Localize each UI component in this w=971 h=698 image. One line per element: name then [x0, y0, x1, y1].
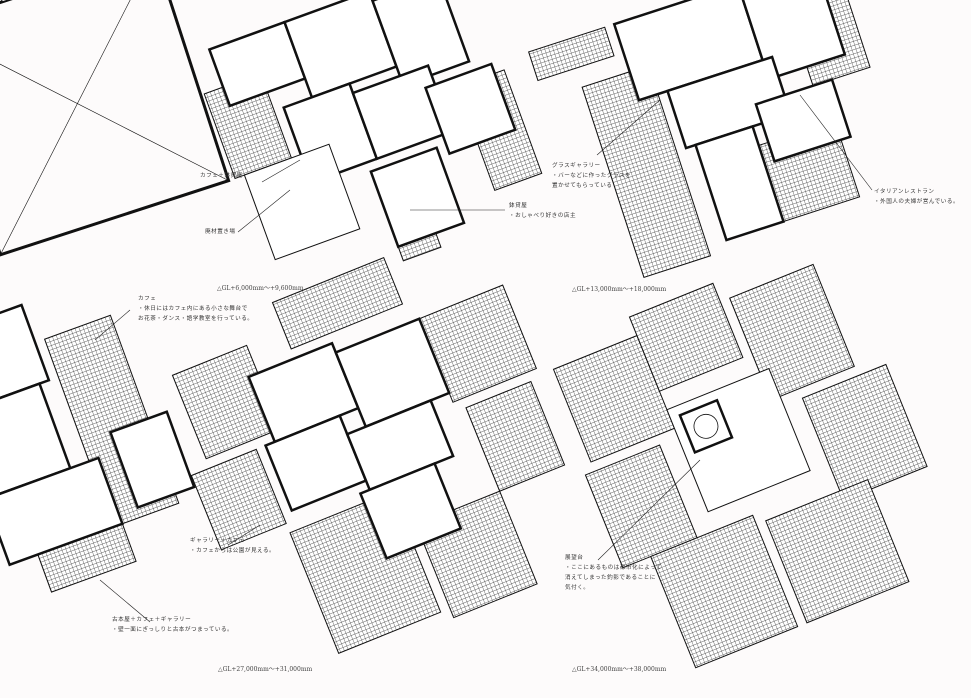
annotation-line: ・休日にはカフェ内にある小さな舞台で — [138, 306, 248, 312]
annotation-line: ・バーなどに作ったグラスを — [552, 173, 632, 179]
annotation-cafe-shop: カフェ＋鉢貸屋 — [200, 171, 243, 181]
leader-lines — [94, 94, 873, 623]
level-label-3: △GL+27,000mm〜+31,000mm — [218, 666, 313, 673]
annotation-line: 気付く。 — [565, 585, 590, 591]
annotation-italian-restaurant: イタリアンレストラン ・外国人の夫婦が営んでいる。 — [874, 187, 959, 207]
annotation-observatory: 展望台 ・ここにあるものは都市化によって 消えてしまった釣影であることに 気付く… — [565, 553, 662, 593]
annotation-bookshop: 古本屋＋カフェ＋ギャラリー ・壁一面にぎっしりと古本がつまっている。 — [112, 615, 233, 635]
plan-level-1 — [203, 0, 543, 262]
annotation-pot-shop: 鉢貸屋 ・おしゃべり好きの店主 — [509, 201, 576, 221]
annotation-line: 消えてしまった釣影であることに — [565, 575, 656, 581]
annotation-gallery-cafe: ギャラリー＋カフェ ・カフェからは公園が見える。 — [190, 536, 275, 556]
plan-left-partial — [0, 303, 196, 593]
annotation-line: ・壁一面にぎっしりと古本がつまっている。 — [112, 627, 234, 633]
annotation-scrap-yard: 廃材置き場 — [205, 227, 235, 237]
level-label-2: △GL+13,000mm〜+18,000mm — [572, 286, 667, 293]
annotation-title: 廃材置き場 — [205, 229, 236, 235]
annotation-title: カフェ＋鉢貸屋 — [200, 173, 243, 179]
annotation-line: ・ここにあるものは都市化によって — [565, 565, 663, 571]
annotation-title: カフェ — [138, 296, 157, 302]
annotation-title: 古本屋＋カフェ＋ギャラリー — [112, 617, 192, 623]
plan-level-3 — [171, 256, 566, 654]
annotation-line: お花茶・ダンス・語学教室を行っている。 — [138, 316, 254, 322]
annotation-line: 置かせてもらっている — [552, 183, 613, 189]
annotation-line: ・外国人の夫婦が営んでいる。 — [874, 199, 960, 205]
level-label-1: △GL+6,000mm〜+9,600mm — [217, 285, 304, 292]
annotation-cafe: カフェ ・休日にはカフェ内にある小さな舞台で お花茶・ダンス・語学教室を行ってい… — [138, 294, 253, 324]
annotation-title: グラスギャラリー — [552, 163, 601, 169]
annotation-title: イタリアンレストラン — [874, 189, 935, 195]
annotation-line: ・おしゃべり好きの店主 — [509, 213, 577, 219]
level-label-4: △GL+34,000mm〜+38,000mm — [572, 666, 667, 673]
annotation-title: ギャラリー＋カフェ — [190, 538, 245, 544]
annotation-title: 鉢貸屋 — [509, 203, 528, 209]
plan-level-2 — [528, 0, 871, 279]
annotation-line: ・カフェからは公園が見える。 — [190, 548, 276, 554]
roof-outline-top-left — [0, 0, 231, 257]
annotation-title: 展望台 — [565, 555, 584, 561]
plan-level-4 — [552, 263, 928, 669]
annotation-glass-gallery: グラスギャラリー ・バーなどに作ったグラスを 置かせてもらっている — [552, 161, 631, 191]
